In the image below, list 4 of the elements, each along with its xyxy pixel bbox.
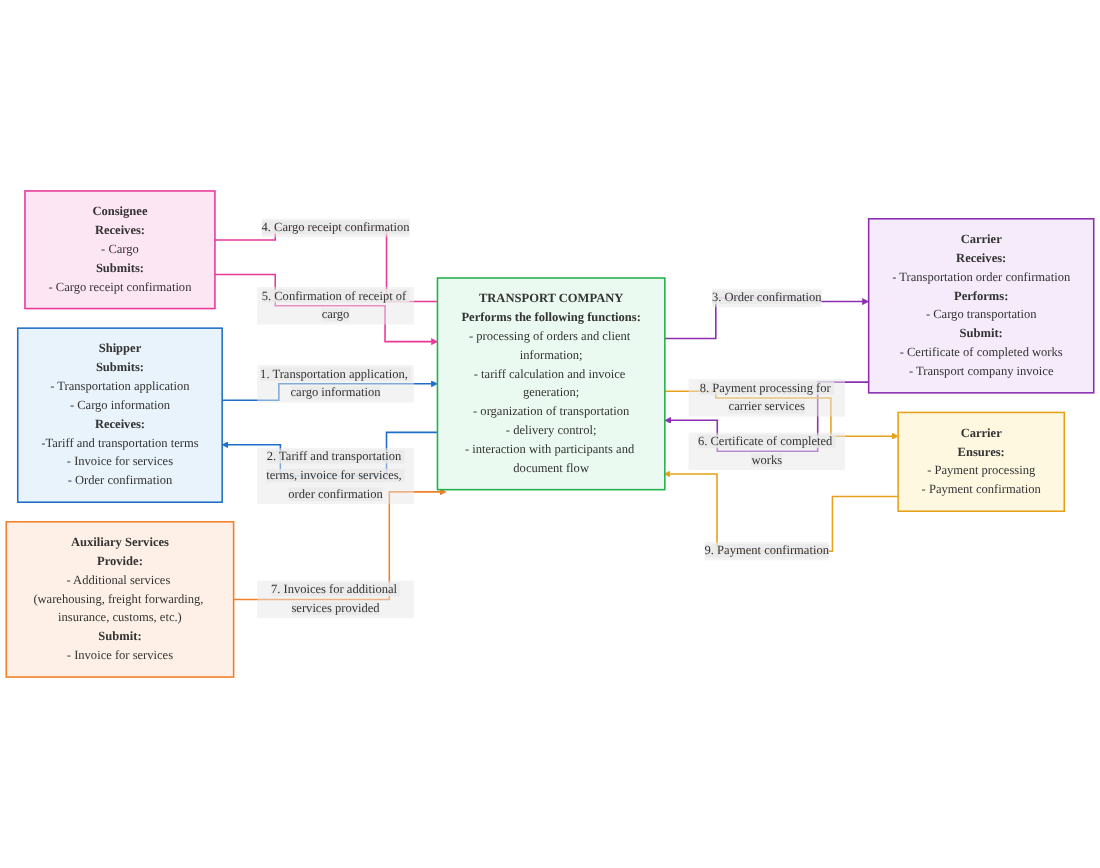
arrow	[221, 380, 438, 402]
arrow	[232, 488, 447, 601]
arrow	[214, 273, 438, 346]
arrow	[664, 390, 899, 440]
